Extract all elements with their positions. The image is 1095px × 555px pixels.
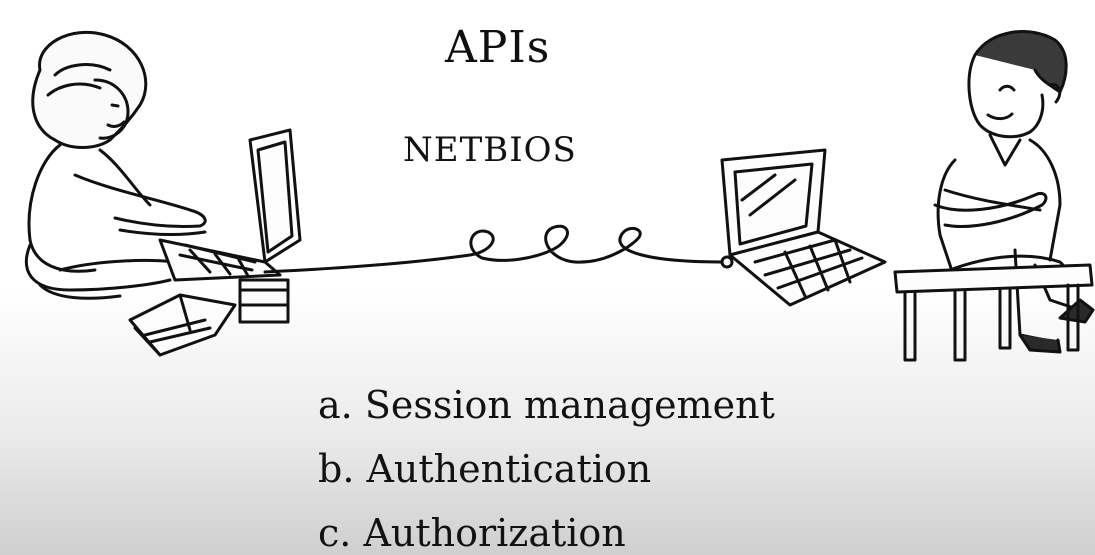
man-figure-icon bbox=[933, 30, 1095, 354]
list-item-session-management: a. Session management bbox=[318, 383, 775, 427]
left-laptop-icon bbox=[158, 128, 302, 282]
list-item-authorization: c. Authorization bbox=[318, 511, 626, 555]
books-icon bbox=[128, 278, 290, 357]
woman-figure-icon bbox=[24, 30, 207, 300]
features-list: a. Session management b. Authentication … bbox=[318, 373, 775, 555]
list-item-authentication: b. Authentication bbox=[318, 447, 652, 491]
page-title: APIs bbox=[445, 22, 551, 73]
network-cable-icon bbox=[263, 224, 734, 274]
right-laptop-icon bbox=[720, 148, 887, 307]
bench-icon bbox=[893, 263, 1094, 362]
subtitle-netbios: NETBIOS bbox=[403, 130, 577, 170]
